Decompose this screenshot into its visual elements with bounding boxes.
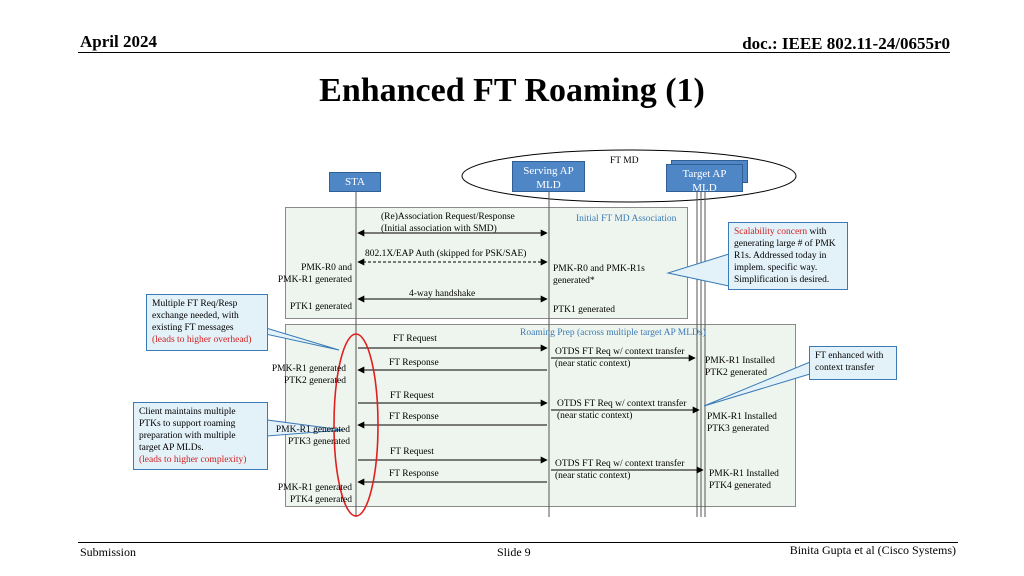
scalability-line1: generating large # of PMK <box>734 239 836 249</box>
sta-highlight-ellipse <box>333 333 379 517</box>
serving-pmk-line1: PMK-R0 and PMK-R1s <box>553 264 645 274</box>
scalability-line3: implem. specific way. <box>734 263 818 273</box>
otds-label-3: OTDS FT Req w/ context transfer (near st… <box>555 458 684 482</box>
scalability-line4: Simplification is desired. <box>734 275 830 285</box>
sta-ptk1-note: PTK1 generated <box>290 302 352 312</box>
scalability-line0: with <box>807 227 827 237</box>
ft-enhanced-line1: context transfer <box>815 363 875 373</box>
assoc-label-2: (Initial association with SMD) <box>381 224 497 234</box>
scalability-callout: Scalability concern with generating larg… <box>728 222 848 290</box>
otds-1-line1: OTDS FT Req w/ context transfer <box>555 347 685 357</box>
sta-pmk-r0-line2: PMK-R1 generated <box>277 275 352 285</box>
multiple-ft-line1: exchange needed, with <box>152 311 239 321</box>
multiple-ft-callout: Multiple FT Req/Resp exchange needed, wi… <box>146 294 268 351</box>
header-rule <box>78 52 950 53</box>
otds-1-line2: (near static context) <box>555 359 631 369</box>
scalability-pointer <box>666 253 730 287</box>
target-ap-mld: Target AP MLD <box>666 164 743 192</box>
serving-ap-mld: Serving AP MLD <box>512 161 585 192</box>
sta-r1-ptk2-note: PMK-R1 generated PTK2 generated <box>272 363 346 387</box>
sta-r1-ptk2-line2: PTK2 generated <box>284 376 346 386</box>
sta-pmk-r0-line1: PMK-R0 and <box>301 263 352 273</box>
client-ptks-line2: preparation with multiple <box>139 431 236 441</box>
serving-ap-label-1: Serving AP <box>523 165 574 177</box>
ft-request-label-1: FT Request <box>393 334 437 344</box>
ft-request-label-3: FT Request <box>390 447 434 457</box>
ft-enhanced-line0: FT enhanced with <box>815 351 884 361</box>
otds-2-line1: OTDS FT Req w/ context transfer <box>557 399 687 409</box>
sta-r1-ptk4-note: PMK-R1 generated PTK4 generated <box>278 482 352 506</box>
sta-r1-ptk3-line2: PTK3 generated <box>288 437 350 447</box>
footer-submission: Submission <box>80 545 137 559</box>
assoc-label-1: (Re)Association Request/Response <box>381 212 515 222</box>
initial-section-label: Initial FT MD Association <box>576 214 677 224</box>
ft-response-label-2: FT Response <box>389 412 439 422</box>
sta-r1-ptk4-line2: PTK4 generated <box>290 495 352 505</box>
sta-pmk-r0-note: PMK-R0 and PMK-R1 generated <box>278 262 352 286</box>
target-ptk3-line2: PTK3 generated <box>707 424 769 434</box>
target-ptk3-note: PMK-R1 Installed PTK3 generated <box>707 411 777 435</box>
header-doc: doc.: IEEE 802.11-24/0655r0 <box>742 34 950 53</box>
footer-rule <box>78 542 958 543</box>
serving-ptk1-note: PTK1 generated <box>553 305 615 315</box>
client-ptks-line0: Client maintains multiple <box>139 407 236 417</box>
sta-r1-ptk2-line1: PMK-R1 generated <box>271 364 346 374</box>
target-ptk4-note: PMK-R1 Installed PTK4 generated <box>709 468 779 492</box>
target-ptk4-line2: PTK4 generated <box>709 481 771 491</box>
ft-enhanced-callout: FT enhanced with context transfer <box>809 346 897 380</box>
sta-r1-ptk3-note: PMK-R1 generated PTK3 generated <box>276 424 350 448</box>
target-ptk3-line1: PMK-R1 Installed <box>707 412 777 422</box>
auth-label: 802.1X/EAP Auth (skipped for PSK/SAE) <box>365 249 527 259</box>
multiple-ft-line0: Multiple FT Req/Resp <box>152 299 238 309</box>
client-ptks-line3: target AP MLDs. <box>139 443 204 453</box>
sta-r1-ptk3-line1: PMK-R1 generated <box>275 425 350 435</box>
ft-md-ellipse <box>461 149 797 203</box>
otds-3-line1: OTDS FT Req w/ context transfer <box>555 459 685 469</box>
target-ap-label-2: MLD <box>692 182 717 192</box>
slide-title: Enhanced FT Roaming (1) <box>319 72 705 109</box>
ft-response-label-1: FT Response <box>389 358 439 368</box>
otds-2-line2: (near static context) <box>557 411 633 421</box>
serving-ap-label-2: MLD <box>536 179 561 191</box>
ft-md-label: FT MD <box>610 156 639 166</box>
target-ptk4-line1: PMK-R1 Installed <box>709 469 779 479</box>
roaming-section-label: Roaming Prep (across multiple target AP … <box>520 328 706 338</box>
scalability-line2: R1s. Addressed today in <box>734 251 827 261</box>
footer-author: Binita Gupta et al (Cisco Systems) <box>789 543 956 557</box>
serving-pmk-note: PMK-R0 and PMK-R1s generated* <box>553 263 645 287</box>
target-ap-label-1: Target AP <box>682 168 727 180</box>
target-ptk2-line1: PMK-R1 Installed <box>705 356 775 366</box>
target-ptk2-note: PMK-R1 Installed PTK2 generated <box>705 355 775 379</box>
scalability-highlight: Scalability concern <box>734 227 808 237</box>
handshake-label: 4-way handshake <box>409 289 476 299</box>
client-ptks-highlight: (leads to higher complexity) <box>139 455 247 465</box>
serving-pmk-line2: generated* <box>553 276 595 286</box>
client-ptks-line1: PTKs to support roaming <box>139 419 236 429</box>
multiple-ft-highlight: (leads to higher overhead) <box>152 335 252 345</box>
multiple-ft-line2: existing FT messages <box>152 323 234 333</box>
otds-label-1: OTDS FT Req w/ context transfer (near st… <box>555 346 684 370</box>
sta-entity: STA <box>329 172 381 192</box>
header-date: April 2024 <box>80 32 157 51</box>
client-ptks-callout: Client maintains multiple PTKs to suppor… <box>133 402 268 470</box>
target-ptk2-line2: PTK2 generated <box>705 368 767 378</box>
sta-r1-ptk4-line1: PMK-R1 generated <box>277 483 352 493</box>
footer-slide-number: Slide 9 <box>497 545 531 559</box>
ft-request-label-2: FT Request <box>390 391 434 401</box>
otds-label-2: OTDS FT Req w/ context transfer (near st… <box>557 398 686 422</box>
otds-3-line2: (near static context) <box>555 471 631 481</box>
ft-response-label-3: FT Response <box>389 469 439 479</box>
